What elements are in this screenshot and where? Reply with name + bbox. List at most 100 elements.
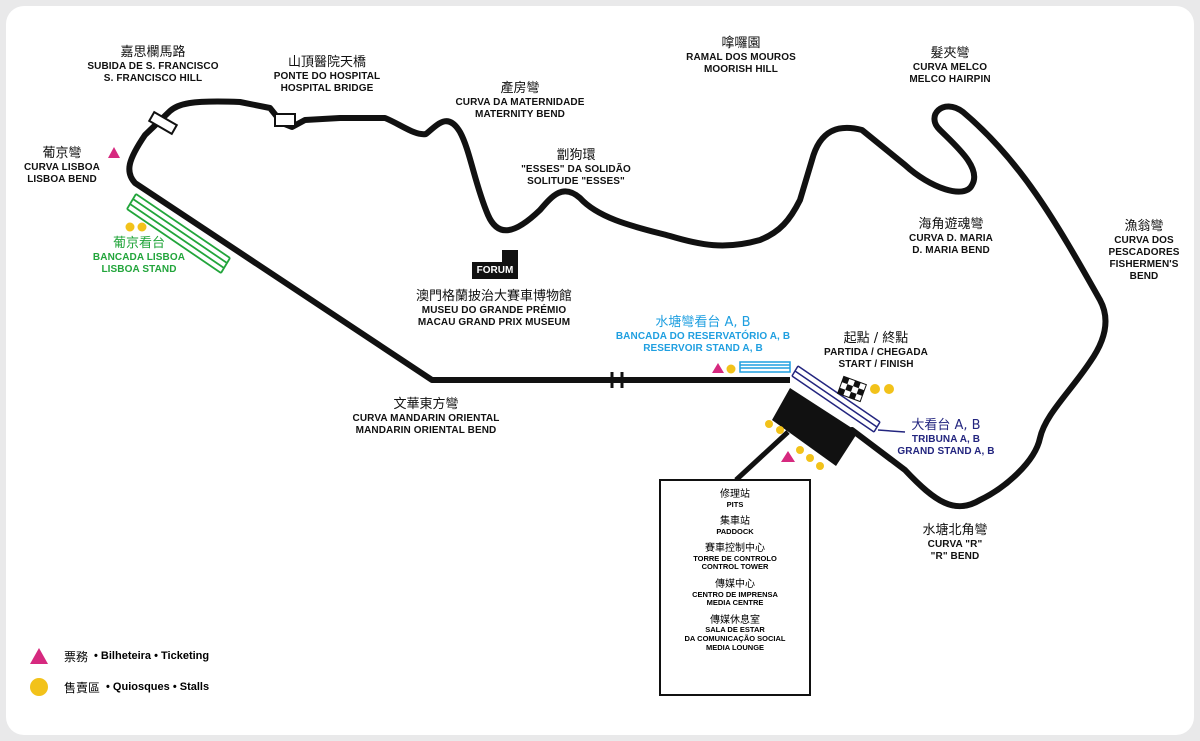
label-pt: CURVA DA MATERNIDADE [455,96,585,108]
stall-icon-group [125,222,894,470]
label-start-finish: 起點 / 終點 PARTIDA / CHEGADA START / FINISH [824,331,928,371]
label-zh: 葡京彎 [42,146,82,161]
label-pt: "ESSES" DA SOLIDÃO [521,163,631,175]
legend-ticketing-zh: 票務 [64,649,89,664]
circuit-track [126,98,1109,510]
pits-item-zh: 修理站 [720,489,750,500]
ticket-icon [108,147,120,158]
ticket-icon [781,451,795,462]
label-en: MANDARIN ORIENTAL BEND [355,424,497,436]
pits-item-sub: TORRE DE CONTROLO [693,553,777,563]
label-en: "R" BEND [930,550,980,562]
label-san-francisco: 嘉思欄馬路 SUBIDA DE S. FRANCISCO S. FRANCISC… [87,45,218,85]
label-pt: CURVA D. MARIA [909,232,993,244]
legend-stalls-zh: 售賣區 [64,680,101,695]
pits-item-zh: 傳媒休息室 [710,614,760,626]
label-pt: MUSEU DO GRANDE PRÉMIO [421,304,567,316]
ticket-triangle-icon [30,648,48,664]
label-mandarin: 文華東方彎 CURVA MANDARIN ORIENTAL MANDARIN O… [353,397,500,437]
pits-item-sub: CONTROL TOWER [701,562,769,572]
label-pt: CURVA MELCO [912,61,988,73]
label-moorish: 嗱囉園 RAMAL DOS MOUROS MOORISH HILL [686,36,796,76]
forum-label: FORUM [472,262,518,279]
lisboa-stand-shape [126,193,231,274]
label-solitude: 劏狗環 "ESSES" DA SOLIDÃO SOLITUDE "ESSES" [521,148,631,188]
label-zh: 葡京看台 [112,236,166,251]
legend-ticketing-text: • Bilheteira • Ticketing [94,650,210,662]
label-en: RESERVOIR STAND A, B [643,342,763,354]
label-en: FISHERMEN'S BEND [1109,258,1179,282]
label-en: LISBOA STAND [101,263,177,275]
label-reservoir-stand: 水塘彎看台 A, B BANCADA DO RESERVATÓRIO A, B … [616,315,790,355]
label-pt: PARTIDA / CHEGADA [824,346,928,358]
label-museum: 澳門格蘭披治大賽車博物館 MUSEU DO GRANDE PRÉMIO MACA… [416,289,572,329]
pits-item: 修理站 PITS [661,489,809,509]
map-paper [6,6,1194,735]
pits-item-zh: 集車站 [720,516,750,528]
label-fishermen: 漁翁彎 CURVA DOS PESCADORES FISHERMEN'S BEN… [1104,219,1184,283]
control-tower-item: 賽車控制中心 TORRE DE CONTROLO CONTROL TOWER [661,543,809,572]
label-zh: 起點 / 終點 [843,331,909,346]
label-r-bend: 水塘北角彎 CURVA "R" "R" BEND [922,523,987,563]
pits-item-sub: SALA DE ESTAR [705,625,765,635]
media-lounge-item: 傳媒休息室 SALA DE ESTAR DA COMUNICAÇÃO SOCIA… [661,615,809,652]
label-zh: 劏狗環 [556,148,596,163]
label-en: SOLITUDE "ESSES" [527,175,625,187]
label-grand-stand: 大看台 A, B TRIBUNA A, B GRAND STAND A, B [897,418,994,458]
ticket-icon [712,363,724,373]
label-lisboa-stand: 葡京看台 BANCADA LISBOA LISBOA STAND [93,236,185,276]
pits-building [772,388,858,466]
label-pt: TRIBUNA A, B [911,433,981,445]
pits-info-box: 修理站 PITS 集車站 PADDOCK 賽車控制中心 TORRE DE CON… [659,479,811,696]
label-melco: 髮夾彎 CURVA MELCO MELCO HAIRPIN [909,46,990,86]
legend-stalls: 售賣區 • Quiosques • Stalls [28,676,209,698]
stall-circle-icon [30,678,48,696]
pits-item-zh: 傳媒中心 [715,579,755,590]
label-pt: PONTE DO HOSPITAL [273,70,381,82]
label-zh: 大看台 A, B [911,418,981,433]
bridge-marker-hospital [274,113,296,127]
label-pt: SUBIDA DE S. FRANCISCO [87,60,219,72]
label-zh: 漁翁彎 [1124,219,1164,234]
pits-item-sub: MEDIA LOUNGE [705,642,765,652]
label-pt: BANCADA DO RESERVATÓRIO A, B [615,330,791,342]
label-zh: 山頂醫院天橋 [287,55,366,70]
label-zh: 海角遊魂彎 [918,217,984,232]
label-en: MACAU GRAND PRIX MUSEUM [417,316,571,328]
pits-item-sub: DA COMUNICAÇÃO SOCIAL [684,633,786,643]
label-en: LISBOA BEND [27,173,97,185]
label-zh: 澳門格蘭披治大賽車博物館 [415,289,573,304]
pits-item-sub: PADDOCK [716,526,754,536]
pit-lane [734,430,790,482]
label-en: HOSPITAL BRIDGE [280,82,374,94]
label-dmaria: 海角遊魂彎 CURVA D. MARIA D. MARIA BEND [909,217,993,257]
label-zh: 水塘北角彎 [922,523,988,538]
pits-item-sub: MEDIA CENTRE [706,598,764,608]
timing-marker [610,372,624,388]
label-en: MATERNITY BEND [475,108,565,120]
label-en: MELCO HAIRPIN [909,73,991,85]
label-pt: CURVA DOS PESCADORES [1108,234,1180,258]
pits-item-sub: CENTRO DE IMPRENSA [692,589,778,599]
reservoir-stand-shape [739,361,791,373]
label-en: START / FINISH [838,358,914,370]
label-zh: 水塘彎看台 A, B [655,315,751,330]
forum-building [502,250,518,264]
label-zh: 嗱囉園 [721,36,761,51]
label-hospital: 山頂醫院天橋 PONTE DO HOSPITAL HOSPITAL BRIDGE [274,55,381,95]
label-lisboa: 葡京彎 CURVA LISBOA LISBOA BEND [24,146,100,186]
label-pt: CURVA MANDARIN ORIENTAL [352,412,500,424]
label-en: S. FRANCISCO HILL [103,72,203,84]
label-pt: BANCADA LISBOA [92,251,186,263]
label-pt: CURVA LISBOA [23,161,101,173]
pits-item-sub: PITS [726,499,744,509]
paddock-item: 集車站 PADDOCK [661,516,809,536]
label-maternity: 產房彎 CURVA DA MATERNIDADE MATERNITY BEND [455,81,584,121]
legend-stalls-text: • Quiosques • Stalls [106,681,210,693]
label-en: MOORISH HILL [704,63,778,75]
label-pt: RAMAL DOS MOUROS [686,51,796,63]
media-centre-item: 傳媒中心 CENTRO DE IMPRENSA MEDIA CENTRE [661,579,809,608]
label-zh: 嘉思欄馬路 [120,45,186,60]
